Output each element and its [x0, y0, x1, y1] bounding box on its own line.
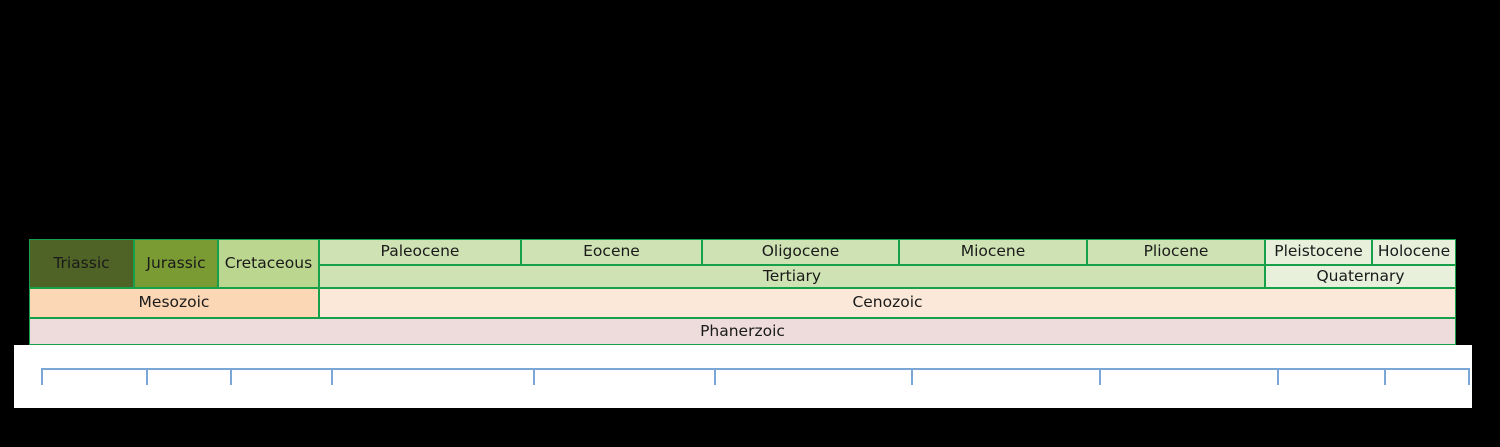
axis-tick — [1384, 368, 1386, 385]
period-label-cretaceous: Cretaceous — [224, 253, 313, 272]
era-label-cenozoic: Cenozoic — [852, 293, 923, 312]
epoch-label-holocene: Holocene — [1377, 242, 1451, 261]
epoch-cell-paleocene[interactable]: Paleocene — [319, 239, 521, 265]
axis-tick — [714, 368, 716, 385]
epoch-label-eocene: Eocene — [583, 242, 640, 261]
epoch-cell-miocene[interactable]: Miocene — [899, 239, 1087, 265]
axis-tick — [1277, 368, 1279, 385]
axis-tick — [146, 368, 148, 385]
epoch-cell-holocene[interactable]: Holocene — [1372, 239, 1456, 265]
axis-tick — [533, 368, 535, 385]
period-cell-tertiary[interactable]: Tertiary — [319, 265, 1265, 288]
timeline-axis-line — [41, 368, 1470, 370]
axis-tick — [1099, 368, 1101, 385]
axis-tick — [41, 368, 43, 385]
epoch-label-oligocene: Oligocene — [761, 242, 840, 261]
period-cell-cretaceous[interactable]: Cretaceous — [218, 239, 319, 288]
era-cell-mesozoic[interactable]: Mesozoic — [29, 288, 319, 318]
axis-tick — [230, 368, 232, 385]
era-cell-cenozoic[interactable]: Cenozoic — [319, 288, 1456, 318]
period-label-quaternary: Quaternary — [1316, 266, 1405, 285]
epoch-label-pleistocene: Pleistocene — [1274, 242, 1363, 261]
epoch-label-pliocene: Pliocene — [1143, 242, 1209, 261]
epoch-cell-eocene[interactable]: Eocene — [521, 239, 702, 265]
timeline-axis-panel — [14, 345, 1472, 408]
period-cell-triassic[interactable]: Triassic — [29, 239, 134, 288]
epoch-cell-pleistocene[interactable]: Pleistocene — [1265, 239, 1372, 265]
epoch-label-miocene: Miocene — [960, 242, 1026, 261]
axis-tick — [1468, 368, 1470, 385]
axis-tick — [331, 368, 333, 385]
epoch-cell-pliocene[interactable]: Pliocene — [1087, 239, 1265, 265]
epoch-label-paleocene: Paleocene — [380, 242, 460, 261]
period-cell-jurassic[interactable]: Jurassic — [134, 239, 218, 288]
era-label-mesozoic: Mesozoic — [138, 293, 210, 312]
period-label-tertiary: Tertiary — [762, 266, 822, 285]
eon-cell-phanerozoic[interactable]: Phanerzoic — [29, 318, 1456, 345]
period-cell-quaternary[interactable]: Quaternary — [1265, 265, 1456, 288]
period-label-jurassic: Jurassic — [146, 253, 206, 272]
eon-label-phanerozoic: Phanerzoic — [700, 321, 785, 340]
axis-tick — [911, 368, 913, 385]
geologic-timescale-table: Paleocene Eocene Oligocene Miocene Plioc… — [29, 239, 1456, 345]
epoch-cell-oligocene[interactable]: Oligocene — [702, 239, 899, 265]
period-label-triassic: Triassic — [53, 253, 110, 272]
